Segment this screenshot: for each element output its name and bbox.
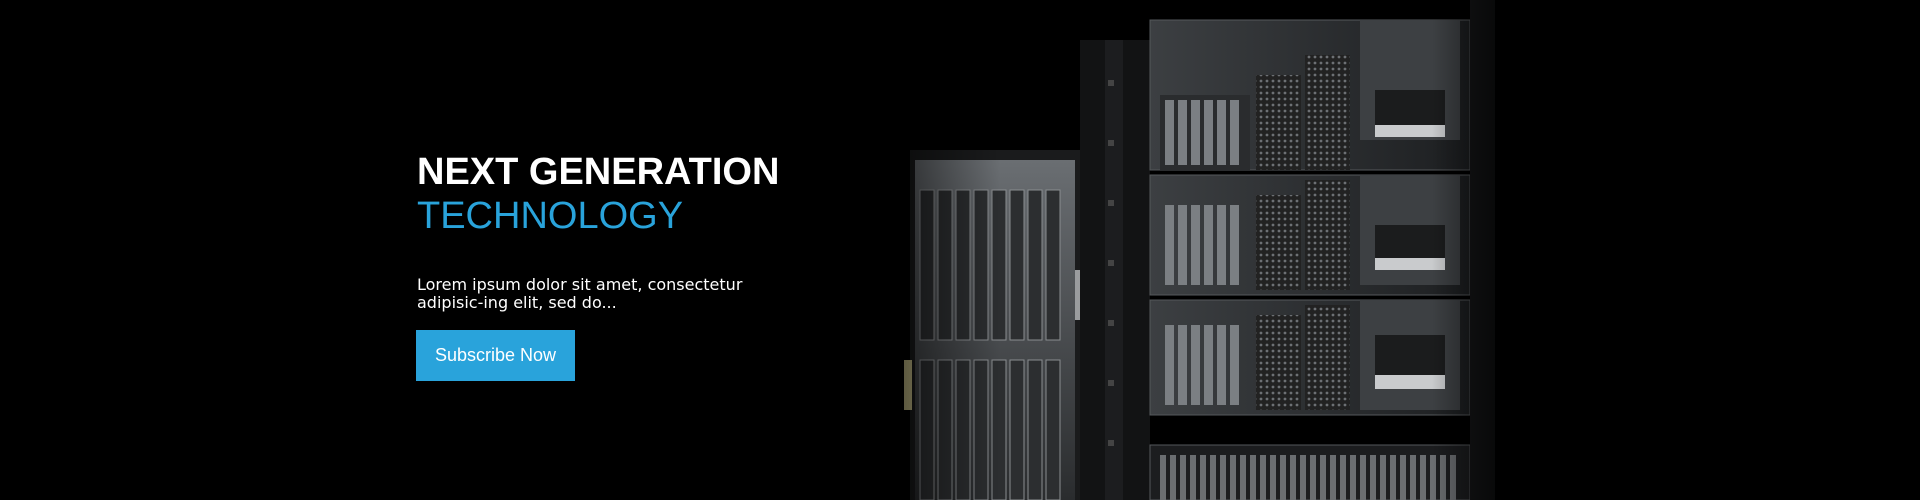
headline-secondary: TECHNOLOGY bbox=[417, 195, 684, 237]
hero-copy: NEXT GENERATION TECHNOLOGY Lorem ipsum d… bbox=[416, 150, 817, 381]
server-rack-image bbox=[820, 0, 1540, 500]
hero-description: Lorem ipsum dolor sit amet, consectetur … bbox=[417, 275, 743, 312]
subscribe-button[interactable]: Subscribe Now bbox=[416, 330, 575, 381]
headline-primary: NEXT GENERATION bbox=[417, 151, 780, 193]
